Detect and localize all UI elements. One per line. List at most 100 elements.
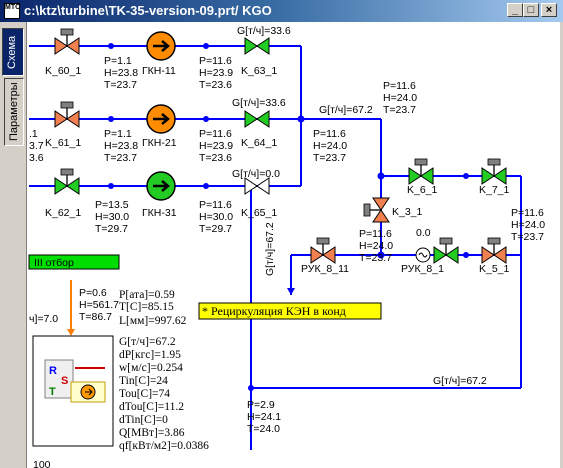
- svg-text:H=561.7: H=561.7: [79, 299, 119, 311]
- svg-text:P[ата]=0.59: P[ата]=0.59: [119, 289, 175, 301]
- svg-text:P=1.1: P=1.1: [104, 55, 132, 67]
- valve-ruk811-icon[interactable]: [310, 237, 336, 264]
- svg-text:H=23.9: H=23.9: [199, 67, 233, 79]
- pump-gkn21-icon[interactable]: [146, 104, 176, 134]
- svg-text:T=23.7: T=23.7: [511, 231, 544, 243]
- top-flow: G[т/ч]=33.6: [237, 25, 291, 37]
- valve-k5-icon[interactable]: [481, 237, 507, 264]
- svg-text:dTin[C]=0: dTin[C]=0: [119, 414, 168, 426]
- svg-text:dP[кгс]=1.95: dP[кгс]=1.95: [119, 349, 181, 361]
- svg-text:Q[МВт]=3.86: Q[МВт]=3.86: [119, 427, 185, 439]
- svg-text:w[м/с]=0.254: w[м/с]=0.254: [119, 362, 183, 374]
- minimize-button[interactable]: _: [507, 3, 523, 17]
- app-icon: МТС: [4, 3, 20, 19]
- svg-text:H=30.0: H=30.0: [95, 211, 129, 223]
- k62-label: K_62_1: [45, 207, 81, 219]
- svg-text:P=2.9: P=2.9: [247, 399, 275, 411]
- svg-text:R: R: [49, 365, 57, 377]
- svg-text:T=24.0: T=24.0: [247, 423, 280, 435]
- svg-text:T=86.7: T=86.7: [79, 311, 112, 323]
- svg-text:P=11.6: P=11.6: [199, 199, 232, 211]
- svg-text:T=29.7: T=29.7: [95, 223, 128, 235]
- extraction-box[interactable]: [28, 254, 120, 270]
- title-bar: МТС c:\ktz\turbine\TK-35-version-09.prt/…: [0, 0, 563, 22]
- heat-exchanger-icon[interactable]: R S T: [32, 335, 114, 447]
- tab-parameters[interactable]: Параметры: [4, 78, 24, 146]
- maximize-button[interactable]: □: [523, 3, 539, 17]
- flow-row3: G[т/ч]=0.0: [232, 168, 280, 180]
- valve-k64-icon[interactable]: [244, 110, 270, 128]
- recirc-note-box: [198, 302, 382, 320]
- tab-scheme[interactable]: Схема: [2, 28, 24, 76]
- svg-text:P=13.5: P=13.5: [95, 199, 129, 211]
- arrow-down-icon: [287, 288, 295, 295]
- svg-text:P=11.6: P=11.6: [199, 128, 232, 140]
- pump-gkn31-icon[interactable]: [146, 171, 176, 201]
- svg-text:H=23.8: H=23.8: [104, 140, 138, 152]
- k63-label: K_63_1: [241, 65, 277, 77]
- svg-text:3.7: 3.7: [29, 140, 44, 152]
- svg-text:P=11.6: P=11.6: [359, 228, 392, 240]
- svg-text:T=23.7: T=23.7: [383, 104, 416, 116]
- k60-label: K_60_1: [45, 65, 81, 77]
- ruk811-label: РУК_8_11: [301, 263, 349, 275]
- valve-k60-icon[interactable]: [54, 28, 80, 55]
- svg-text:P=1.1: P=1.1: [104, 128, 132, 140]
- pump-gkn11-icon[interactable]: [146, 31, 176, 61]
- recirc-value: 0.0: [416, 227, 431, 239]
- valve-k62-icon[interactable]: [54, 168, 80, 195]
- k64-label: K_64_1: [241, 137, 277, 149]
- valve-k6-icon[interactable]: [408, 158, 434, 185]
- svg-text:P=11.6: P=11.6: [383, 80, 416, 92]
- svg-text:H=24.0: H=24.0: [313, 140, 347, 152]
- arrow-down-icon: [67, 329, 75, 336]
- svg-text:3.6: 3.6: [29, 152, 44, 164]
- junction-dots: [108, 43, 469, 391]
- bottom-flow: G[т/ч]=67.2: [433, 375, 487, 387]
- k7-label: K_7_1: [479, 184, 510, 196]
- k5-label: K_5_1: [479, 263, 510, 275]
- svg-text:T=29.7: T=29.7: [199, 223, 232, 235]
- svg-text:T=23.7: T=23.7: [359, 252, 392, 264]
- svg-text:dTou[C]=11.2: dTou[C]=11.2: [119, 401, 184, 413]
- flow-main: G[т/ч]=67.2: [319, 104, 373, 116]
- svg-text:L[мм]=997.62: L[мм]=997.62: [119, 315, 187, 327]
- valve-ruk81-icon[interactable]: [433, 237, 459, 264]
- svg-text:P=0.6: P=0.6: [79, 287, 107, 299]
- svg-text:P=11.6: P=11.6: [511, 207, 544, 219]
- svg-text:qf[кВт/м2]=0.0386: qf[кВт/м2]=0.0386: [119, 440, 209, 452]
- gkn21-label: ГКН-21: [142, 137, 177, 149]
- svg-text:H=24.0: H=24.0: [359, 240, 393, 252]
- gkn31-label: ГКН-31: [142, 207, 177, 219]
- svg-text:P=11.6: P=11.6: [199, 55, 232, 67]
- svg-text:.1: .1: [29, 128, 38, 140]
- svg-text:H=24.0: H=24.0: [383, 92, 417, 104]
- labels: G[т/ч]=33.6 K_60_1 K_61_1 K_62_1 K_63_1 …: [29, 25, 545, 468]
- recirc-element-icon[interactable]: [415, 247, 431, 263]
- valve-k65-icon[interactable]: [244, 177, 270, 195]
- side-tabs: Схема Параметры: [0, 22, 26, 468]
- valve-k63-icon[interactable]: [244, 37, 270, 55]
- extraction-label: III отбор: [34, 257, 74, 269]
- valve-k7-icon[interactable]: [481, 158, 507, 185]
- svg-text:100: 100: [33, 459, 51, 468]
- close-button[interactable]: ×: [541, 3, 557, 17]
- svg-text:T=23.6: T=23.6: [199, 79, 232, 91]
- svg-text:H=23.9: H=23.9: [199, 140, 233, 152]
- svg-text:T=23.7: T=23.7: [104, 79, 137, 91]
- svg-text:T=23.6: T=23.6: [199, 152, 232, 164]
- valve-k61-icon[interactable]: [54, 101, 80, 128]
- svg-text:S: S: [61, 375, 68, 387]
- left-flow: ч]=7.0: [29, 313, 58, 325]
- svg-text:Tou[C]=74: Tou[C]=74: [119, 388, 170, 400]
- svg-text:G[т/ч]=67.2: G[т/ч]=67.2: [119, 336, 176, 348]
- scheme-canvas: R S T III отбор * Рециркуляция КЭН в кон…: [26, 22, 560, 468]
- svg-text:T=23.7: T=23.7: [313, 152, 346, 164]
- svg-text:H=24.1: H=24.1: [247, 411, 281, 423]
- window-title: c:\ktz\turbine\TK-35-version-09.prt/ KGO: [24, 3, 272, 18]
- svg-text:H=30.0: H=30.0: [199, 211, 233, 223]
- k3-label: K_3_1: [392, 206, 423, 218]
- svg-text:H=24.0: H=24.0: [511, 219, 545, 231]
- valve-k3-icon[interactable]: [363, 197, 390, 223]
- svg-text:T[C]=85.15: T[C]=85.15: [119, 301, 174, 313]
